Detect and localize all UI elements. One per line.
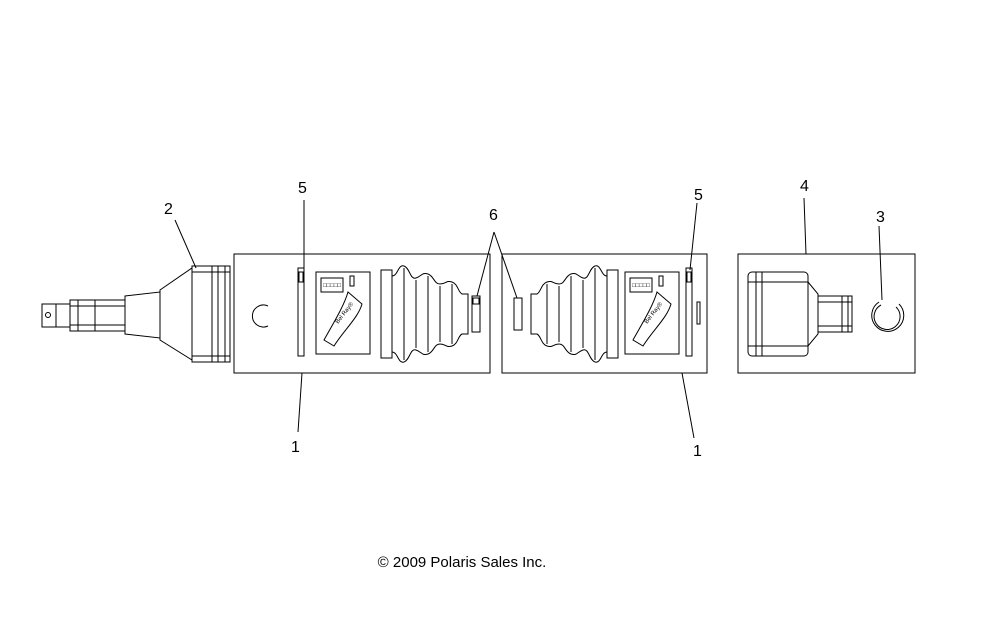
inner-cv-housing xyxy=(747,271,809,357)
callout-1-left: 1 xyxy=(291,439,300,456)
clip-right xyxy=(696,301,701,325)
callout-5-right: 5 xyxy=(694,187,703,204)
circlip-left xyxy=(251,304,269,328)
boot-kit-left: □□□□□ Bel Ray® xyxy=(233,253,491,374)
clamp-band-left xyxy=(297,267,305,357)
callout-3: 3 xyxy=(876,209,885,226)
copyright-text: © 2009 Polaris Sales Inc. xyxy=(377,554,547,571)
callout-6: 6 xyxy=(489,207,498,224)
svg-text:□□□□□: □□□□□ xyxy=(323,283,341,289)
callout-1-right: 1 xyxy=(693,443,702,460)
stub-shaft-spline xyxy=(69,299,126,332)
callout-labels: 2 5 1 6 5 1 4 3 xyxy=(164,178,885,460)
cv-boot-left xyxy=(380,265,469,363)
stub-shaft-neck xyxy=(124,291,161,339)
callout-4: 4 xyxy=(800,178,809,195)
clamp-band-right xyxy=(685,267,693,357)
small-clamp-left xyxy=(471,295,481,333)
cv-bell-taper xyxy=(159,267,193,361)
callout-2: 2 xyxy=(164,201,173,218)
small-clamp-right xyxy=(513,297,523,331)
boot-kit-right: □□□□□ Bel Ray® xyxy=(501,253,708,374)
callout-5-left: 5 xyxy=(298,180,307,197)
svg-text:□□□□□: □□□□□ xyxy=(632,283,650,289)
inner-cv-joint-kit xyxy=(737,253,916,374)
cv-bell-body xyxy=(191,265,231,363)
outer-cv-joint-part xyxy=(41,265,231,363)
circlip-part-3 xyxy=(871,301,905,332)
cv-boot-right xyxy=(530,265,619,363)
leader-lines xyxy=(174,197,883,439)
copyright-notice: © 2009 Polaris Sales Inc. xyxy=(0,554,1000,571)
